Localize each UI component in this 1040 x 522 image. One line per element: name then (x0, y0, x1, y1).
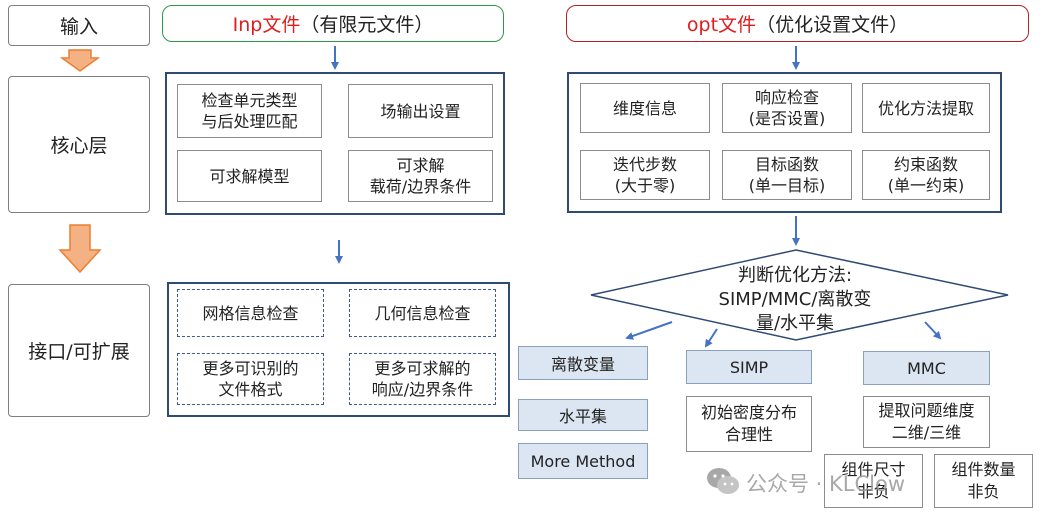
method-discrete: 离散变量 (518, 346, 648, 380)
inp-interface-cell: 几何信息检查 (349, 289, 496, 337)
decision-text: 判断优化方法: SIMP/MMC/离散变 量/水平集 (690, 263, 900, 337)
decision-line: SIMP/MMC/离散变 (718, 289, 872, 310)
inp-interface-cell: 更多可识别的文件格式 (177, 353, 324, 405)
inp-core-cell: 检查单元类型与后处理匹配 (177, 84, 322, 138)
arrow-to-simp (704, 328, 718, 348)
cell-line: 维度信息 (612, 98, 677, 118)
cell-line: 载荷/边界条件 (369, 177, 472, 196)
check-line: 组件尺寸 (841, 460, 906, 479)
method-more: More Method (518, 443, 648, 479)
cell-line: (单一约束) (887, 176, 965, 195)
check-line: 非负 (857, 482, 890, 501)
opt-file-title: opt文件（优化设置文件） (566, 5, 1029, 42)
inp-title-name: Inp文件 (232, 14, 301, 36)
layer-input: 输入 (8, 5, 150, 46)
cell-line: (是否设置) (748, 109, 826, 128)
inp-interface-cell: 网格信息检查 (177, 289, 324, 337)
opt-core-cell: 响应检查 (是否设置) (722, 83, 852, 133)
method-level-set: 水平集 (518, 399, 648, 431)
opt-core-cell: 维度信息 (580, 83, 710, 133)
decision-line: 判断优化方法: (737, 265, 853, 286)
check-line: 非负 (967, 482, 1000, 501)
check-line: 合理性 (724, 425, 773, 444)
opt-title-desc: （优化设置文件） (756, 14, 909, 36)
layer-core-label: 核心层 (50, 135, 108, 157)
check-line: 二维/三维 (891, 423, 962, 442)
cell-line: 更多可识别的 (202, 359, 299, 378)
inp-core-cell: 可求解载荷/边界条件 (348, 150, 493, 202)
check-line: 提取问题维度 (878, 401, 975, 420)
method-label: MMC (907, 358, 946, 378)
arrow-to-mmc (924, 321, 942, 340)
cell-line: 可求解 (396, 156, 445, 175)
cell-line: (单一目标) (748, 176, 826, 195)
method-mmc: MMC (863, 351, 990, 385)
opt-core-cell: 优化方法提取 (862, 83, 990, 133)
arrow-to-discrete (625, 321, 673, 340)
inp-title-desc: （有限元文件） (300, 14, 434, 36)
down-arrow-icon (60, 49, 100, 72)
method-label: More Method (530, 451, 636, 471)
cell-line: 迭代步数 (612, 155, 677, 174)
cell-line: (大于零) (614, 176, 676, 195)
cell-line: 更多可求解的 (374, 359, 471, 378)
check-line: 初始密度分布 (700, 403, 797, 422)
layer-core: 核心层 (8, 76, 150, 213)
wechat-icon (707, 468, 739, 494)
watermark-text: 公众号 · KLClow (746, 472, 906, 496)
mmc-check: 提取问题维度二维/三维 (863, 396, 990, 448)
cell-line: 优化方法提取 (877, 98, 974, 118)
cell-line: 响应检查 (754, 88, 819, 107)
method-label: 水平集 (558, 407, 607, 426)
inp-core-cell: 可求解模型 (177, 150, 322, 202)
layer-interface: 接口/可扩展 (8, 284, 150, 417)
inp-file-title: Inp文件（有限元文件） (162, 5, 504, 42)
opt-core-cell: 迭代步数 (大于零) (580, 150, 710, 200)
method-simp: SIMP (686, 350, 812, 384)
down-arrow-icon (58, 224, 102, 274)
layer-interface-label: 接口/可扩展 (28, 341, 130, 363)
opt-core-cell: 约束函数 (单一约束) (862, 150, 990, 200)
cell-line: 几何信息检查 (374, 303, 471, 323)
inp-interface-cell: 更多可求解的响应/边界条件 (349, 353, 496, 405)
cell-line: 约束函数 (893, 155, 958, 174)
opt-title-name: opt文件 (686, 14, 757, 36)
cell-line: 可求解模型 (209, 166, 290, 186)
cell-line: 响应/边界条件 (371, 380, 474, 399)
cell-line: 文件格式 (218, 380, 283, 399)
cell-line: 与后处理匹配 (201, 112, 298, 131)
check-line: 组件数量 (951, 460, 1016, 479)
cell-line: 目标函数 (754, 155, 819, 174)
opt-core-cell: 目标函数 (单一目标) (722, 150, 852, 200)
method-label: 离散变量 (550, 355, 615, 374)
decision-line: 量/水平集 (755, 313, 835, 334)
cell-line: 网格信息检查 (202, 303, 299, 323)
cell-line: 场输出设置 (380, 101, 461, 121)
method-label: SIMP (729, 357, 769, 377)
mmc-sub-count: 组件数量非负 (934, 454, 1033, 508)
cell-line: 检查单元类型 (201, 91, 298, 110)
decision-diamond (590, 249, 1009, 341)
inp-core-cell: 场输出设置 (348, 84, 493, 138)
simp-check: 初始密度分布合理性 (686, 396, 812, 452)
mmc-sub-size: 组件尺寸非负 (824, 454, 923, 508)
layer-input-label: 输入 (59, 16, 98, 38)
